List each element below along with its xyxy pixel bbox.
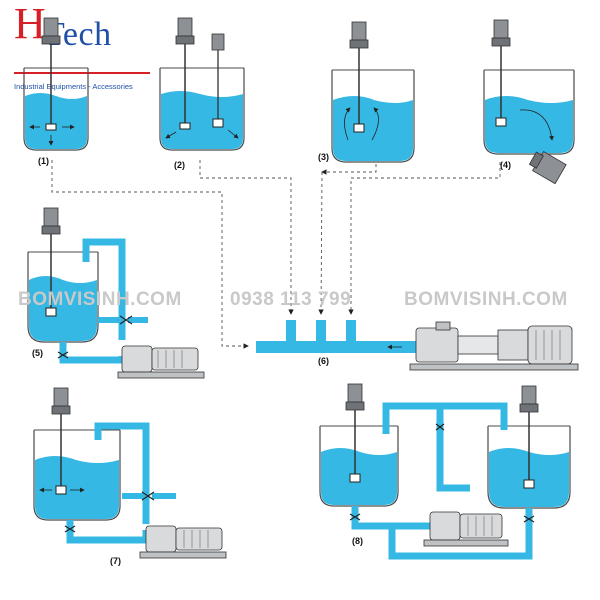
tank-4 [483,19,575,185]
dashed-flow-lines [51,160,501,349]
watermark-right: BOMVISINH.COM [404,289,568,310]
label-3: (3) [318,152,329,162]
tank-2 [159,17,245,151]
tank-5 [27,207,205,379]
label-4: (4) [500,160,511,170]
label-1: (1) [38,156,49,166]
tank-7 [33,387,227,559]
logo-underline [14,72,150,74]
tank-3 [331,21,415,163]
logo-tagline: Industrial Equipments - Accessories [14,82,133,91]
manifold-6 [256,320,579,371]
tank-1 [23,17,89,151]
watermark-phone: 0938 113 799 [230,289,352,310]
label-2: (2) [174,160,185,170]
logo-letter: H [14,0,46,48]
label-5: (5) [32,348,43,358]
watermark-left: BOMVISINH.COM [18,289,182,310]
label-6: (6) [318,356,329,366]
label-8: (8) [352,536,363,546]
label-7: (7) [110,556,121,566]
tanks-8 [319,383,571,560]
